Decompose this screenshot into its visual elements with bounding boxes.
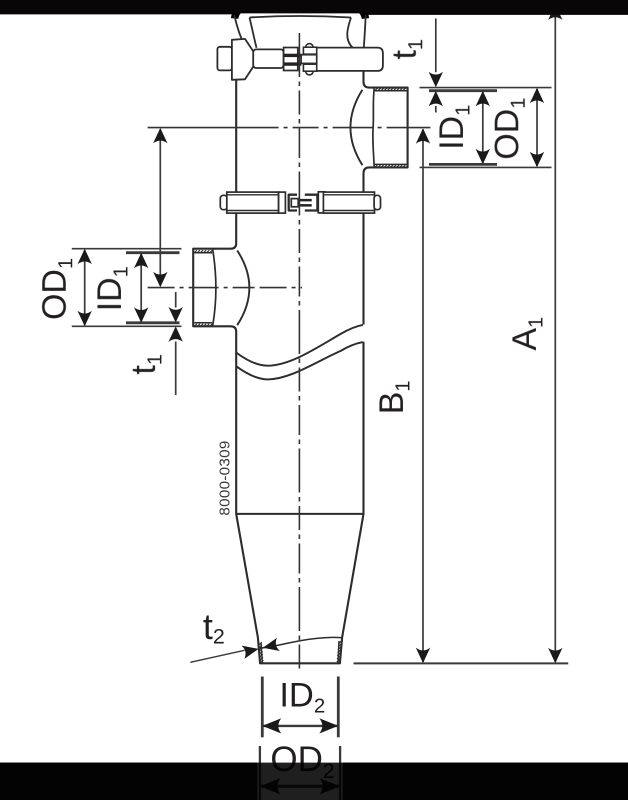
svg-text:8000-0309: 8000-0309 [217,440,234,515]
